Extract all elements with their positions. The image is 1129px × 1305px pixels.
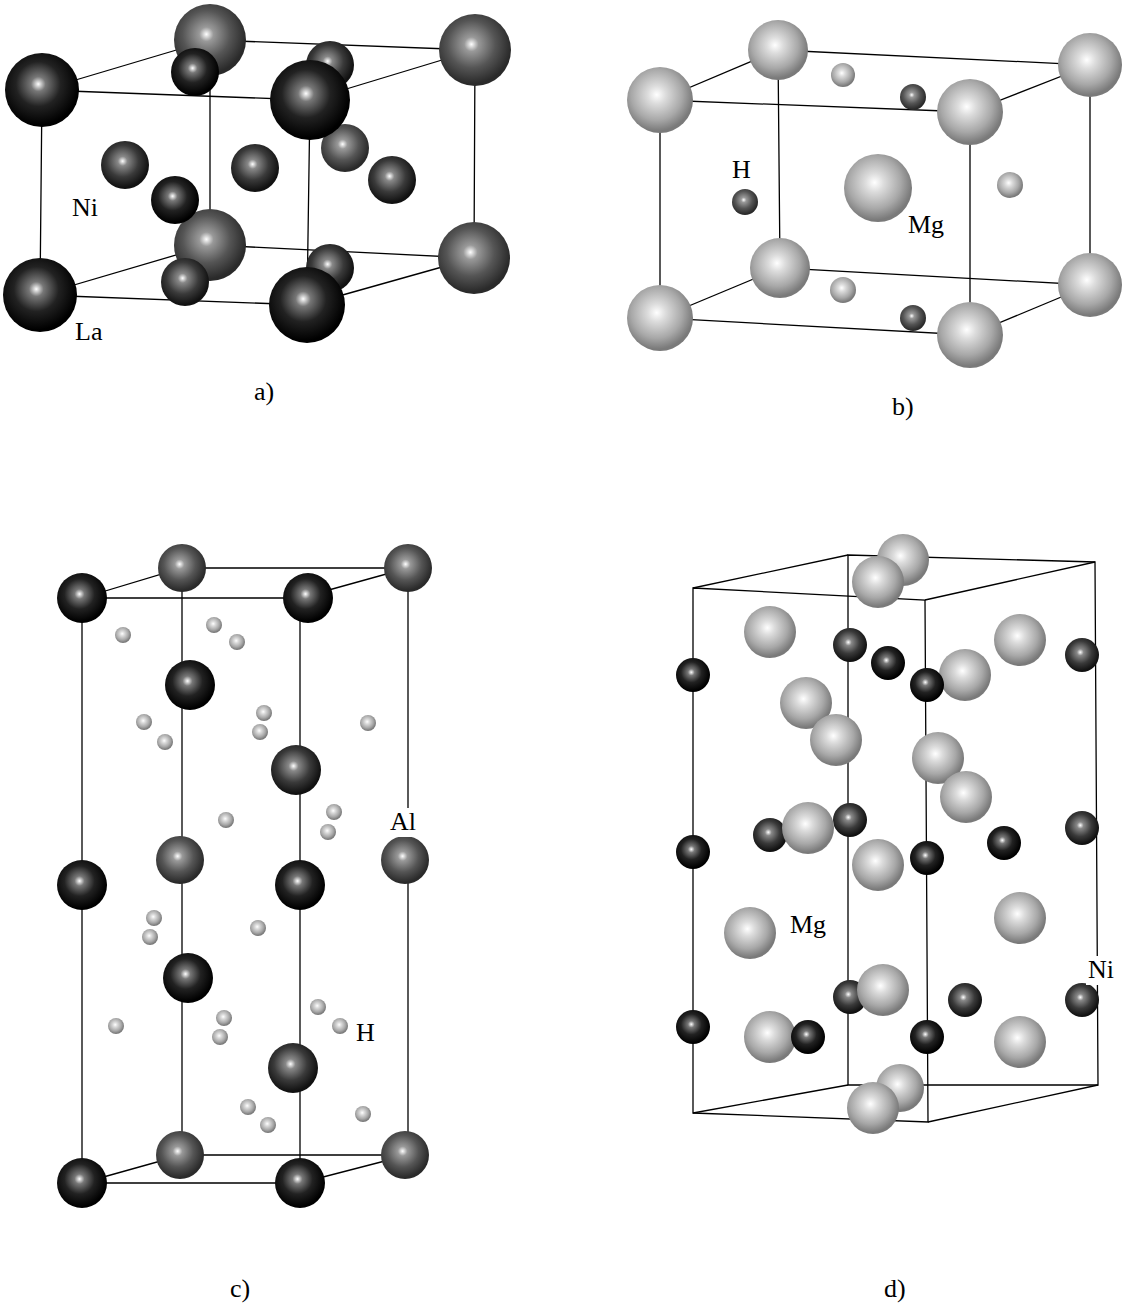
atoms-a xyxy=(3,4,511,343)
panel-letter: b) xyxy=(890,393,916,422)
atoms-b xyxy=(627,20,1122,368)
atom-label: Al xyxy=(388,808,418,837)
panel-letter: c) xyxy=(228,1275,252,1304)
atom-label: H xyxy=(730,156,753,185)
atom-label: H xyxy=(354,1019,377,1048)
panel-letter: d) xyxy=(882,1275,908,1304)
atoms-d xyxy=(676,534,1099,1134)
atom-label: Mg xyxy=(788,911,828,940)
panel-letter: a) xyxy=(252,378,276,407)
atom-label: Ni xyxy=(70,194,100,223)
atoms-c xyxy=(57,544,432,1208)
atom-label: Ni xyxy=(1086,956,1116,985)
atom-label: Mg xyxy=(906,211,946,240)
cell-edges xyxy=(40,40,1098,1183)
atom-label: La xyxy=(73,318,104,347)
